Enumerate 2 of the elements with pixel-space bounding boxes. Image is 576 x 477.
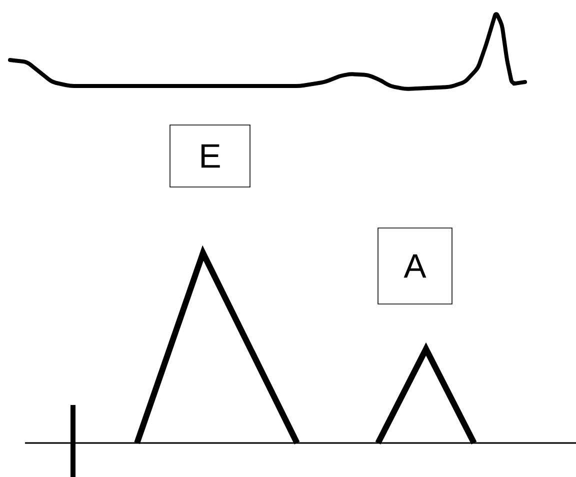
label-box: A <box>378 228 452 304</box>
label-box: E <box>170 124 250 188</box>
